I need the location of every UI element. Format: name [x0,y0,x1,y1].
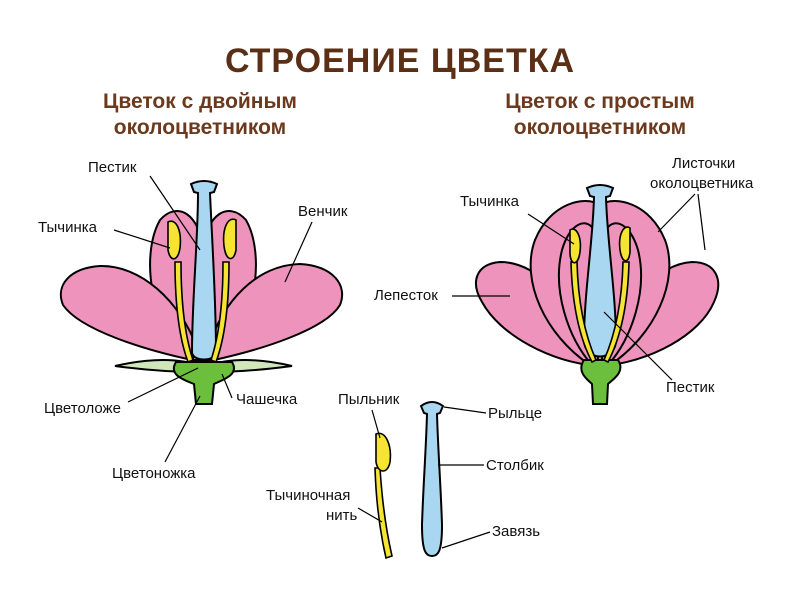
leader-pylnik [371,409,381,439]
leader-tychinka-left [113,229,171,249]
simple-perianth-flower [475,184,720,405]
right-stamen-left-anther [569,228,582,264]
label-lepestok: Лепесток [374,287,438,304]
label-nit-line2: нить [326,507,358,524]
leader-listochki-a [657,193,696,233]
stamen-filament [374,467,393,560]
double-perianth-flower [59,180,343,405]
leader-tsvetonozhka [164,395,201,463]
label-listochki-line2: околоцветника [650,175,754,192]
leader-tsvetolozhe [127,367,199,403]
label-listochki-line1: Листочки [672,155,735,172]
right-heading-line1: Цветок с простым [505,90,695,113]
leader-tychinka-right [527,213,575,245]
label-nit-line1: Тычиночная [266,487,350,504]
label-venchik: Венчик [298,203,348,220]
right-stamen-right-anther [618,226,631,262]
leader-pestik-right [603,311,673,381]
page-title: СТРОЕНИЕ ЦВЕТКА [225,42,575,80]
label-rylce: Рыльце [488,405,542,422]
stamen-anther [375,432,392,472]
label-pylnik: Пыльник [338,391,400,408]
label-tsvetolozhe: Цветоложе [44,400,121,417]
right-receptacle [580,359,622,405]
left-pistil [189,180,219,361]
left-stamen-left-filament [174,261,194,364]
leader-pestik-left [149,175,201,251]
leader-rylce [443,406,487,414]
left-stamen-right-filament [210,261,230,364]
leader-nit [357,507,383,523]
detached-stamen [374,432,393,560]
left-outer-petal [59,264,200,362]
leader-listochki-b [697,193,706,251]
left-stamen-left-anther [167,220,182,260]
right-outer-petal [206,262,343,362]
leader-zavyaz [441,531,491,549]
right-heading-line2: околоцветником [514,116,686,139]
leader-venchik [284,221,313,283]
label-zavyaz: Завязь [492,523,540,540]
right-stamen-right-filament [602,261,630,364]
leader-chashechka [221,373,233,399]
label-stolbik: Столбик [486,457,544,474]
label-chashechka: Чашечка [236,391,298,408]
label-pestik-right: Пестик [666,379,715,396]
left-stamen-right-anther [222,218,237,260]
label-tychinka-right: Тычинка [460,193,520,210]
detached-pistil [419,401,445,558]
right-stamen-left-filament [570,261,598,364]
left-heading-line2: околоцветником [114,116,286,139]
label-tychinka-left: Тычинка [38,219,98,236]
left-heading-line1: Цветок с двойным [103,90,297,113]
receptacle [173,361,235,405]
label-pestik-left: Пестик [88,159,137,176]
label-tsvetonozhka: Цветоножка [112,465,196,482]
